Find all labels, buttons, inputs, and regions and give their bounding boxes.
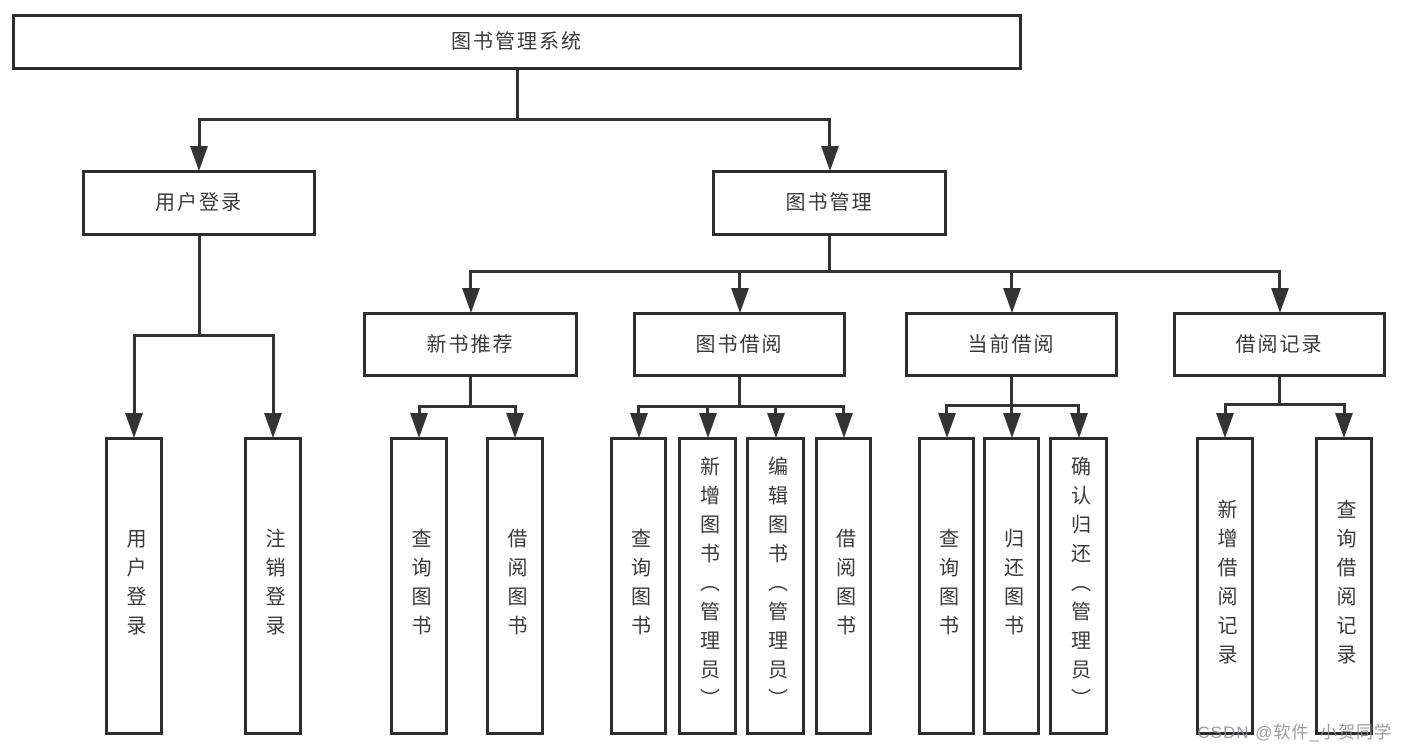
arrow-down-icon [264, 413, 282, 438]
connector-line-vertical [1010, 377, 1013, 405]
connector-line-vertical [513, 406, 517, 419]
node-leaf-borrow-books-1: 借阅图书 [486, 437, 544, 735]
connector-line-vertical [1223, 404, 1227, 419]
node-label-leaf-query-books-2: 查询图书 [627, 528, 650, 644]
node-label-leaf-logout: 注销登录 [262, 528, 284, 644]
node-leaf-add-borrow-record: 新增借阅记录 [1196, 437, 1254, 735]
node-book-borrow: 图书借阅 [633, 312, 846, 377]
node-leaf-query-books-1: 查询图书 [390, 437, 448, 735]
connector-line-vertical [945, 405, 948, 419]
connector-line-horizontal [1223, 402, 1346, 406]
node-new-book-rec: 新书推荐 [363, 312, 578, 377]
arrow-down-icon [937, 413, 956, 438]
node-label-leaf-query-books-1: 查询图书 [408, 528, 430, 644]
arrow-down-icon [1335, 413, 1353, 438]
connector-line-vertical [197, 236, 201, 335]
arrow-down-icon [698, 413, 717, 438]
node-root: 图书管理系统 [12, 14, 1022, 70]
node-leaf-query-borrow-record: 查询借阅记录 [1315, 437, 1373, 735]
node-user-login: 用户登录 [82, 170, 316, 236]
arrow-down-icon [506, 413, 524, 438]
connector-line-vertical [828, 119, 831, 152]
arrow-down-icon [629, 413, 648, 438]
connector-line-vertical [132, 335, 136, 419]
node-label-leaf-user-login: 用户登录 [123, 528, 145, 644]
node-label-leaf-borrow-books-2: 借阅图书 [832, 528, 855, 644]
node-label-leaf-borrow-books-1: 借阅图书 [504, 528, 526, 644]
connector-line-vertical [842, 406, 845, 419]
node-label-user-login: 用户登录 [155, 192, 243, 214]
connector-line-horizontal [637, 404, 845, 408]
connector-line-vertical [1077, 405, 1080, 419]
node-label-leaf-add-books: 新增图书（管理员） [696, 455, 719, 717]
node-book-mgmt: 图书管理 [712, 170, 947, 236]
arrow-down-icon [410, 413, 428, 438]
node-label-leaf-return-books: 归还图书 [1000, 528, 1023, 644]
arrow-down-icon [1069, 413, 1088, 438]
connector-line-vertical [1342, 404, 1346, 419]
connector-line-horizontal [132, 333, 275, 337]
arrow-down-icon [1216, 413, 1234, 438]
node-label-leaf-confirm-return: 确认归还（管理员） [1067, 455, 1090, 717]
connector-line-horizontal [197, 117, 831, 121]
node-label-leaf-edit-books: 编辑图书（管理员） [764, 455, 787, 717]
connector-line-horizontal [417, 404, 517, 408]
node-label-book-mgmt: 图书管理 [785, 192, 874, 214]
node-leaf-logout: 注销登录 [244, 437, 302, 735]
arrow-down-icon [461, 288, 480, 313]
node-label-leaf-add-borrow-record: 新增借阅记录 [1214, 499, 1236, 673]
node-leaf-add-books: 新增图书（管理员） [678, 437, 737, 735]
connector-line-vertical [774, 406, 777, 419]
node-label-borrow-records: 借阅记录 [1235, 333, 1324, 356]
connector-line-vertical [738, 271, 741, 294]
arrow-down-icon [820, 146, 839, 171]
connector-line-vertical [1010, 405, 1013, 419]
node-label-current-borrow: 当前借阅 [967, 333, 1056, 356]
node-leaf-query-books-2: 查询图书 [610, 437, 667, 735]
node-label-book-borrow: 图书借阅 [695, 333, 784, 356]
arrow-down-icon [730, 288, 749, 313]
node-current-borrow: 当前借阅 [905, 312, 1118, 377]
node-label-root: 图书管理系统 [451, 31, 583, 53]
node-leaf-return-books: 归还图书 [983, 437, 1040, 735]
arrow-down-icon [834, 413, 853, 438]
node-leaf-user-login: 用户登录 [105, 437, 163, 735]
connector-line-vertical [1278, 271, 1281, 294]
arrow-down-icon [1270, 288, 1289, 313]
connector-line-vertical [706, 406, 709, 419]
connector-line-vertical [197, 119, 201, 152]
node-label-leaf-query-borrow-record: 查询借阅记录 [1333, 499, 1355, 673]
node-leaf-query-books-3: 查询图书 [918, 437, 975, 735]
connector-line-vertical [515, 70, 519, 119]
connector-line-vertical [271, 335, 275, 419]
arrow-down-icon [1002, 413, 1021, 438]
connector-line-vertical [828, 236, 831, 271]
node-leaf-edit-books: 编辑图书（管理员） [746, 437, 805, 735]
connector-line-vertical [637, 406, 640, 419]
node-label-new-book-rec: 新书推荐 [426, 333, 515, 356]
arrow-down-icon [766, 413, 785, 438]
connector-line-vertical [1010, 271, 1013, 294]
node-label-leaf-query-books-3: 查询图书 [935, 528, 958, 644]
arrow-down-icon [1002, 288, 1021, 313]
connector-line-horizontal [469, 269, 1281, 273]
connector-line-vertical [469, 271, 472, 294]
connector-line-vertical [417, 406, 421, 419]
node-leaf-confirm-return: 确认归还（管理员） [1049, 437, 1108, 735]
arrow-down-icon [190, 146, 208, 171]
connector-line-vertical [469, 377, 472, 406]
connector-line-vertical [1278, 377, 1281, 404]
connector-line-vertical [738, 377, 741, 406]
arrow-down-icon [125, 413, 143, 438]
node-borrow-records: 借阅记录 [1173, 312, 1386, 377]
node-leaf-borrow-books-2: 借阅图书 [815, 437, 872, 735]
